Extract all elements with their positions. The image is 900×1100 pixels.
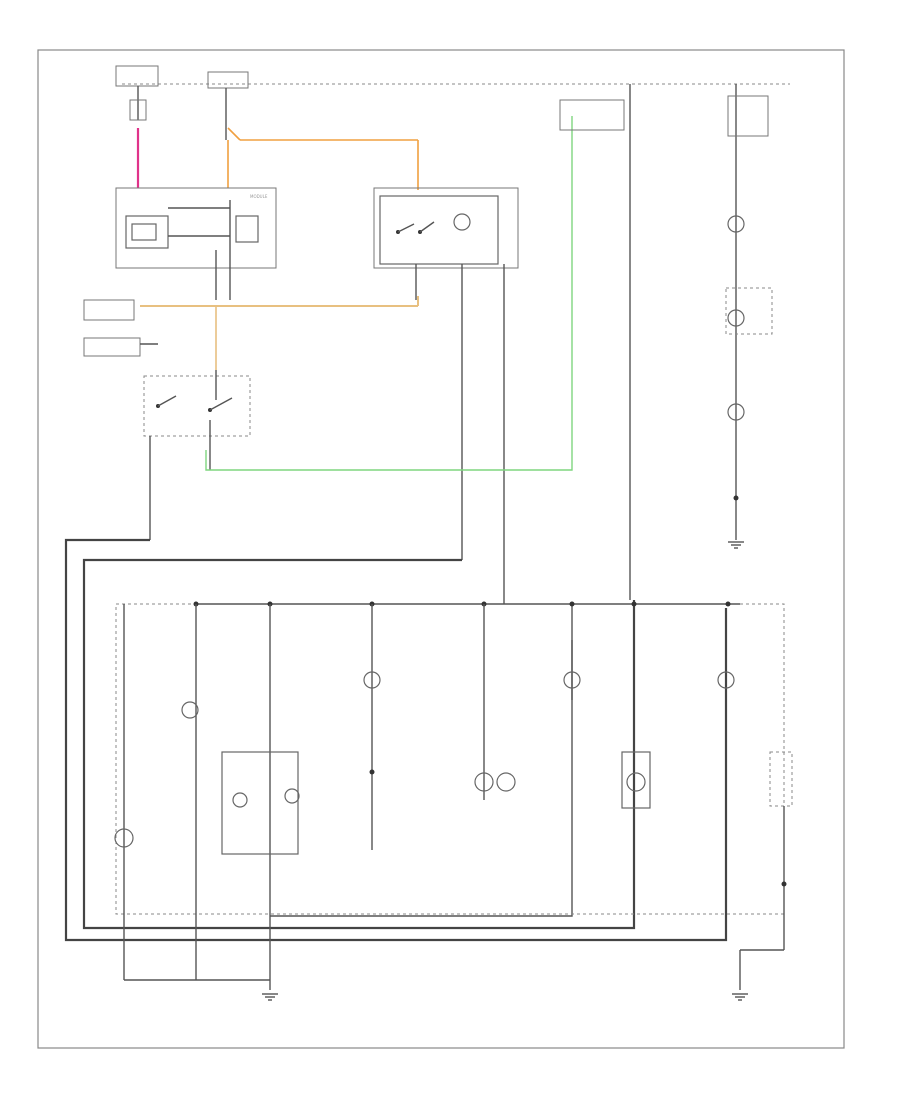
lower-module-frame [115,603,785,915]
bulb-icon [727,403,745,421]
fuse-feed-left [115,65,159,188]
green-wire [205,116,573,471]
diagram-frame [37,49,845,1049]
right-lamp-chain [725,84,773,549]
switch-icon [563,671,581,689]
bulb-icon [496,772,516,792]
ground-return-harness-a [64,538,728,942]
switch-icon [396,221,435,234]
bulb-icon [181,701,199,719]
bulb-icon [232,792,248,808]
switch-box-center [373,187,519,600]
svg-text:MODULE: MODULE [250,194,268,199]
bulb-icon [114,828,134,848]
bulb-icon [284,788,300,804]
splice-icon [369,769,375,775]
fuse-feed-center [207,71,419,190]
lower-components [114,604,793,990]
module-box-left: MODULE [115,187,277,300]
ground-icon [732,993,748,1001]
switch-icon [717,671,735,689]
ground-icon [728,541,744,549]
bulb-icon [727,215,745,233]
ground-return-harness-b [82,558,636,930]
switch-icon [363,671,381,689]
ground-icon [262,993,278,1001]
bulb-icon [727,309,745,327]
splice-icon [781,881,787,887]
door-switch [143,370,251,540]
bulb-icon [474,772,494,792]
bulb-icon [626,772,646,792]
bulb-icon [453,213,471,231]
splice-icon [733,495,739,501]
